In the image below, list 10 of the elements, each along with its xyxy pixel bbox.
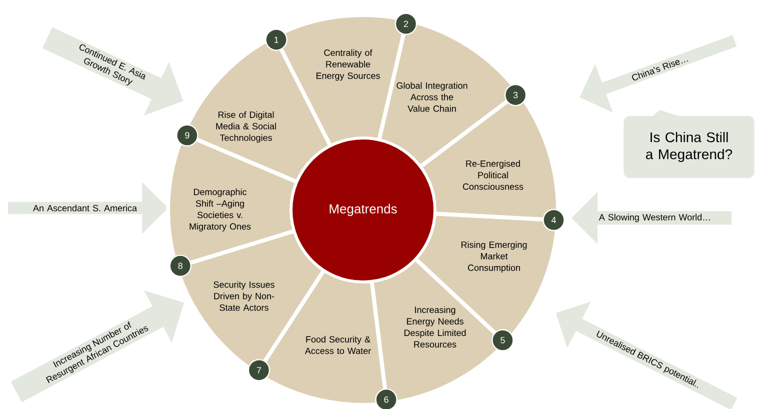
- number-badge: 3: [504, 84, 527, 106]
- number-badge: 7: [248, 359, 270, 382]
- callout-box: Is China Still a Megatrend?: [624, 110, 754, 178]
- number-badge: 5: [492, 329, 514, 352]
- number-badge: 9: [176, 124, 198, 146]
- number-badge: 1: [265, 28, 288, 51]
- number-badge: 2: [394, 12, 418, 35]
- number-badge: 4: [542, 208, 565, 232]
- number-badge: 8: [169, 254, 192, 277]
- number-badge: 6: [375, 388, 398, 409]
